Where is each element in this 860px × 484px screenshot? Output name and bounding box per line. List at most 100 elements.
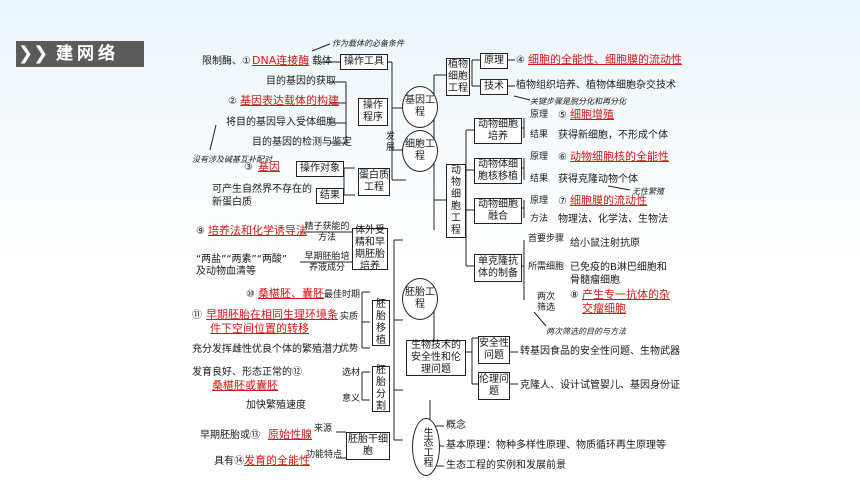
answer-3-prefix: ③ bbox=[244, 162, 253, 173]
plant-tech-box: 技术 bbox=[480, 79, 508, 95]
double-chevron-icon: ❯❯ bbox=[18, 43, 49, 64]
plant-cell-engineering-box: 植物细胞工程 bbox=[446, 58, 470, 96]
result-text-2: 新蛋白质 bbox=[212, 197, 252, 208]
embryo-transfer-box: 胚胎移植 bbox=[372, 299, 390, 346]
answer-12: 桑椹胚或囊胚 bbox=[212, 379, 278, 392]
develop-label: 发展 bbox=[386, 132, 396, 153]
mab-step-text: 给小鼠注射抗原 bbox=[570, 238, 640, 249]
ivf-box: 体外受精和早期胚胎培养 bbox=[352, 225, 388, 272]
cell-fusion-box: 动物细胞融合 bbox=[474, 198, 522, 224]
mab-cells-text-2: 骨髓瘤细胞 bbox=[570, 275, 620, 286]
result-box: 结果 bbox=[316, 188, 344, 204]
vector-label: 载体 bbox=[312, 56, 332, 67]
answer-4-prefix: ④ bbox=[516, 55, 525, 66]
culture-principle-label: 原理 bbox=[530, 110, 549, 120]
step-4: 目的基因的检测与鉴定 bbox=[252, 137, 352, 148]
sperm-capacitation-label: 精子获能的方法 bbox=[304, 222, 350, 243]
plant-tech-text: 植物组织培养、植物体细胞杂交技术 bbox=[516, 80, 676, 91]
answer-9-prefix: ⑨ bbox=[196, 226, 205, 237]
answer-8-line-1: 产生专一抗体的杂 bbox=[582, 288, 670, 301]
ethic-text: 克隆人、设计试管婴儿、基因身份证 bbox=[520, 380, 680, 391]
answer-6: 动物细胞核的全能性 bbox=[570, 150, 669, 163]
safety-box: 安全性问题 bbox=[478, 336, 510, 364]
feature-label: 功能特点 bbox=[306, 450, 343, 460]
salt-text-1: “两盐”“两素”“两酸” bbox=[196, 254, 288, 265]
answer-7: 细胞膜的流动性 bbox=[570, 194, 647, 207]
best-time-label: 最佳时期 bbox=[324, 290, 361, 300]
step-3: 将目的基因导入受体细胞 bbox=[226, 117, 336, 128]
advantage-text: 充分发挥雌性优良个体的繁殖潜力 bbox=[192, 344, 342, 355]
answer-5-prefix: ⑤ bbox=[558, 110, 567, 121]
ethic-box: 伦理问题 bbox=[478, 372, 510, 400]
step-1: 目的基因的获取 bbox=[266, 76, 336, 87]
animal-culture-box: 动物细胞培养 bbox=[474, 118, 522, 144]
mab-step-label: 首要步骤 bbox=[528, 234, 565, 244]
salt-text-2: 及动物血清等 bbox=[196, 266, 256, 277]
plant-tech-note: 关键步骤是脱分化和再分化 bbox=[530, 97, 626, 106]
material-label: 选材 bbox=[342, 368, 361, 378]
object-box: 操作对象 bbox=[296, 161, 344, 177]
cell-engineering-node: 细胞工程 bbox=[402, 130, 438, 172]
answer-8-prefix: ⑧ bbox=[570, 290, 579, 301]
answer-14: 发育的全能性 bbox=[244, 454, 310, 467]
nt-principle-label: 原理 bbox=[530, 152, 549, 162]
eco-principle: 基本原理：物种多样性原理、物质循环再生原理等 bbox=[446, 440, 666, 451]
answer-7-prefix: ⑦ bbox=[558, 196, 567, 207]
mab-cells-label: 所需细胞 bbox=[528, 262, 565, 272]
nt-result-label: 结果 bbox=[530, 174, 549, 184]
stem-source-text: 早期胚胎或⑬ bbox=[200, 430, 260, 441]
fusion-method-label: 方法 bbox=[530, 214, 549, 224]
advantage-label: 优势 bbox=[340, 344, 359, 354]
ethics-box: 生物技术的安全性和伦理问题 bbox=[406, 340, 466, 376]
meaning-text: 加快繁殖速度 bbox=[246, 400, 306, 411]
animal-cell-engineering-box: 动物细胞工程 bbox=[446, 164, 466, 238]
tools-box: 操作工具 bbox=[340, 54, 388, 70]
fusion-method-text: 物理法、化学法、生物法 bbox=[558, 214, 668, 225]
essence-label: 实质 bbox=[340, 312, 359, 322]
nt-result-text: 获得克隆动物个体 bbox=[558, 174, 638, 185]
result-text-1: 可产生自然界不存在的 bbox=[212, 184, 312, 195]
procedure-box: 操作程序 bbox=[358, 98, 388, 126]
stem-cell-box: 胚胎干细胞 bbox=[346, 432, 390, 460]
eco-example: 生态工程的实例和发展前景 bbox=[446, 460, 566, 471]
step-note: 没有涉及碱基互补配对 bbox=[192, 155, 272, 164]
answer-10-prefix: ⑩ bbox=[246, 289, 255, 300]
embryo-engineering-node: 胚胎工程 bbox=[402, 278, 438, 320]
meaning-label: 意义 bbox=[342, 394, 361, 404]
answer-3: 基因 bbox=[258, 160, 280, 173]
source-label: 来源 bbox=[314, 424, 333, 434]
answer-4: 细胞的全能性、细胞膜的流动性 bbox=[528, 53, 682, 66]
protein-engineering-box: 蛋白质工程 bbox=[358, 168, 390, 196]
restriction-enzyme-label: 限制酶、① bbox=[202, 56, 251, 67]
culture-medium-label: 早期胚胎培养液成分 bbox=[304, 252, 350, 273]
answer-9: 培养法和化学诱导法 bbox=[208, 224, 307, 237]
answer-10: 桑椹胚、囊胚 bbox=[258, 287, 324, 300]
eco-engineering-node: 生态工程 bbox=[412, 418, 440, 476]
answer-8-line-2: 交瘤细胞 bbox=[582, 302, 626, 315]
nuclear-transfer-box: 动物体细胞核移植 bbox=[474, 158, 522, 184]
fusion-principle-label: 原理 bbox=[530, 196, 549, 206]
safety-text: 转基因食品的安全性问题、生物武器 bbox=[520, 346, 680, 357]
answer-11-line-1: 早期胚胎在相同生理环境条 bbox=[206, 308, 338, 321]
gene-engineering-node: 基因工程 bbox=[402, 86, 438, 128]
culture-result-text: 获得新细胞，不形成个体 bbox=[558, 130, 668, 141]
answer-5: 细胞增殖 bbox=[570, 108, 614, 121]
embryo-split-box: 胚胎分割 bbox=[372, 365, 390, 412]
plant-principle-box: 原理 bbox=[480, 53, 508, 69]
title-bar bbox=[16, 41, 144, 67]
split-material-text: 发育良好、形态正常的⑫ bbox=[192, 367, 302, 378]
answer-2: 基因表达载体的构建 bbox=[240, 94, 339, 107]
nt-note: 无性繁殖 bbox=[632, 187, 664, 196]
answer-11-prefix: ⑪ bbox=[192, 310, 202, 321]
answer-6-prefix: ⑥ bbox=[558, 152, 567, 163]
mab-cells-text-1: 已免疫的B淋巴细胞和 bbox=[570, 262, 667, 273]
answer-13: 原始性腺 bbox=[268, 428, 312, 441]
stem-feature-text: 具有⑭ bbox=[214, 456, 244, 467]
monoclonal-antibody-box: 单克隆抗体的制备 bbox=[474, 254, 522, 282]
mab-screen-label: 两次筛选 bbox=[536, 292, 555, 313]
culture-result-label: 结果 bbox=[530, 130, 549, 140]
vector-note: 作为载体的必备条件 bbox=[332, 39, 404, 48]
eco-concept: 概念 bbox=[446, 420, 466, 431]
answer-1: DNA连接酶 bbox=[252, 54, 310, 67]
